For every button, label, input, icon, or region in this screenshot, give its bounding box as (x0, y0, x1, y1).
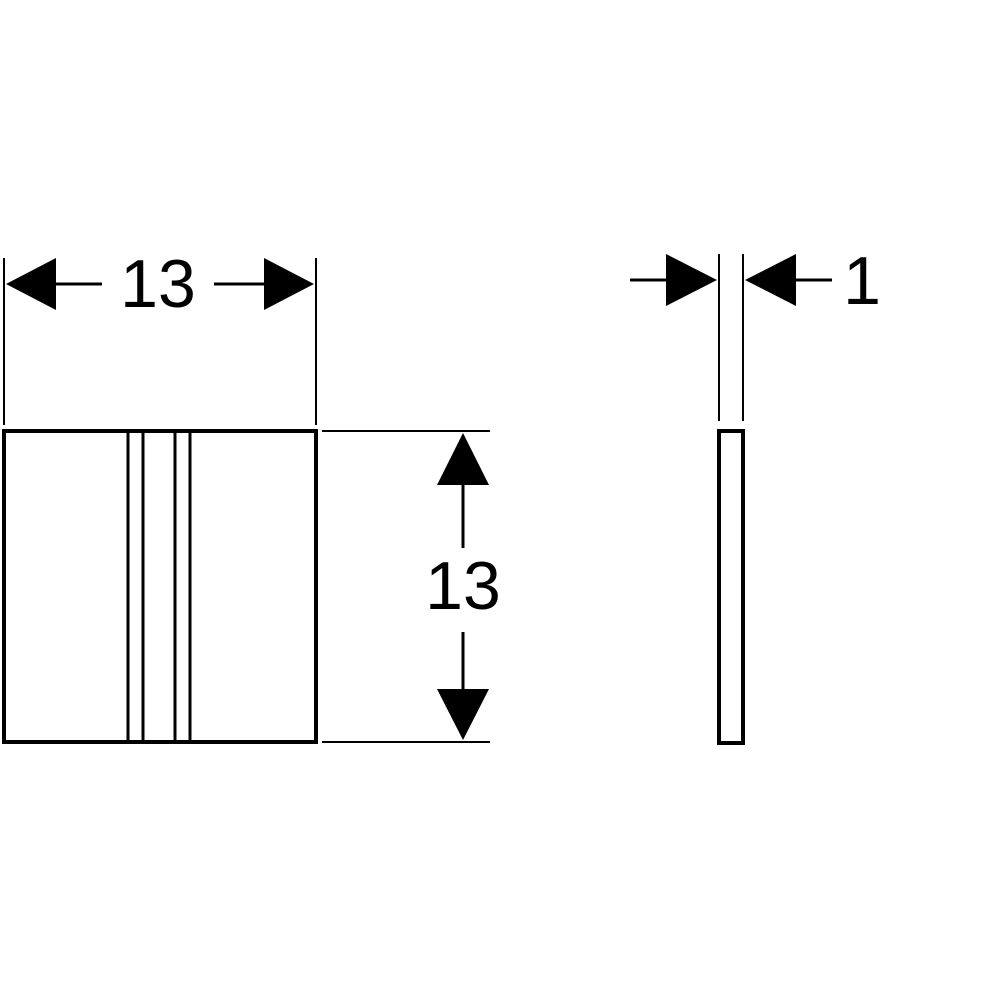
height-arrowhead-bottom (437, 689, 489, 740)
width-label: 13 (120, 246, 196, 322)
height-label: 13 (425, 548, 501, 624)
front-view (2, 429, 318, 744)
thickness-label: 1 (843, 243, 881, 319)
thickness-arrowhead-left (666, 254, 717, 306)
width-dimension: 13 (3, 246, 317, 425)
side-view (717, 429, 745, 745)
height-dimension: 13 (322, 430, 501, 743)
width-arrowhead-right (264, 258, 314, 310)
front-plate-outline (2, 429, 318, 744)
side-plate-outline (717, 429, 745, 745)
width-arrowhead-left (6, 258, 56, 310)
thickness-dimension: 1 (630, 243, 881, 421)
height-arrowhead-top (437, 433, 489, 485)
thickness-arrowhead-right (745, 254, 796, 306)
